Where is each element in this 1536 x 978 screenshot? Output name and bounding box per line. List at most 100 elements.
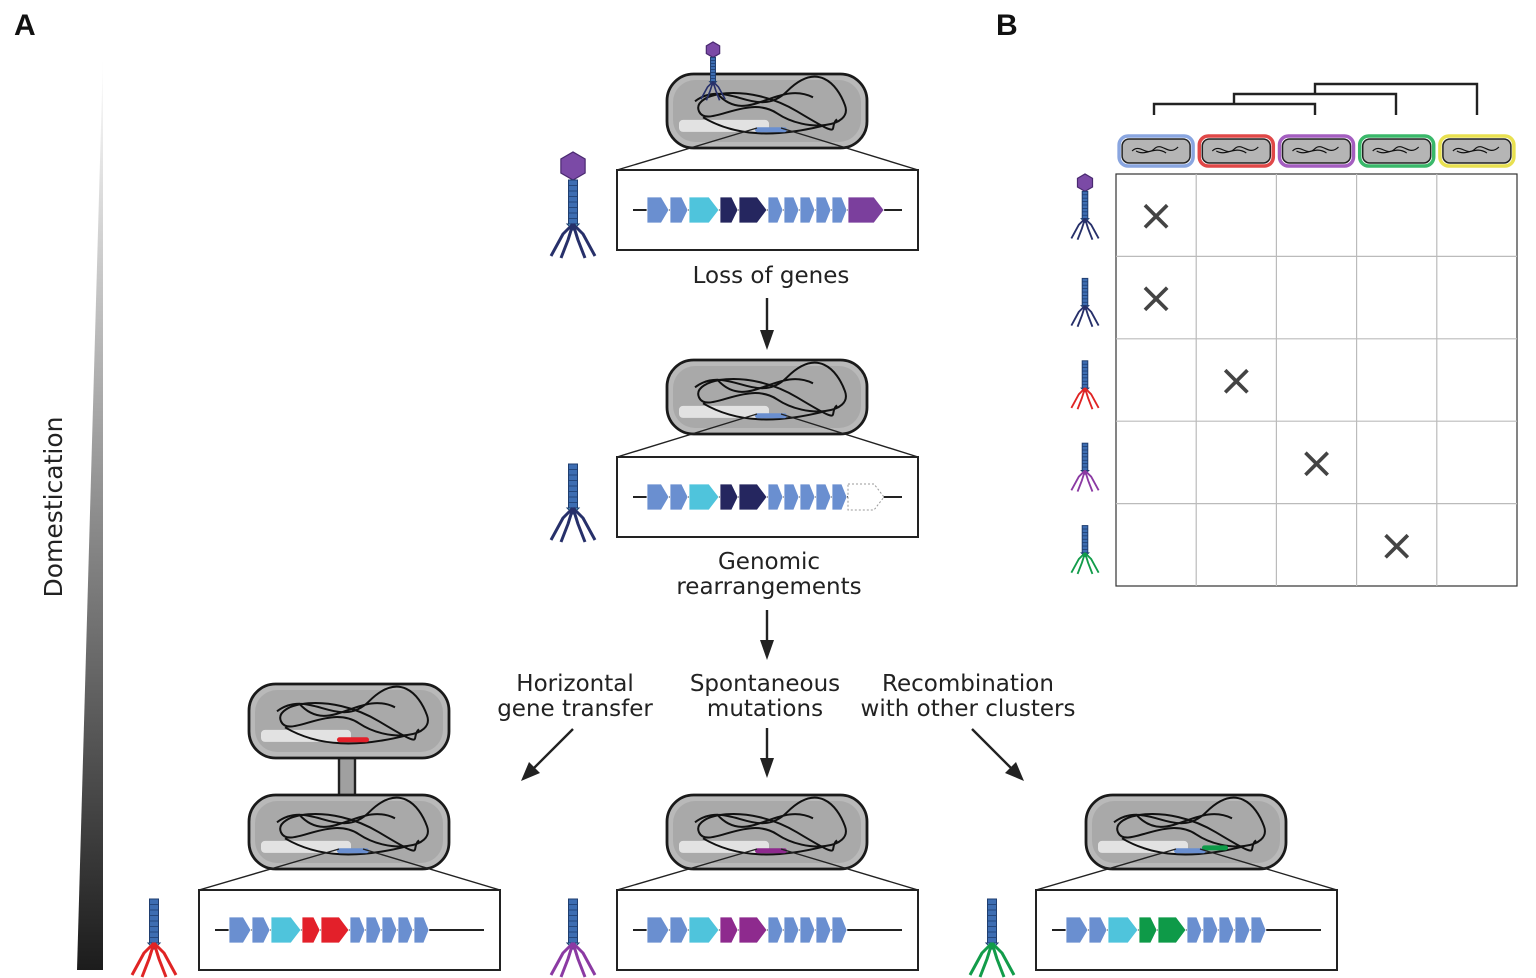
tail-fiber xyxy=(1084,552,1100,574)
tail-fiber xyxy=(990,941,1016,976)
tailed-phage-red-icon xyxy=(1070,360,1100,410)
strain-header-row xyxy=(1117,134,1516,168)
horizontal-transfer-label-2: gene transfer xyxy=(497,696,653,722)
phage-header-column xyxy=(1070,173,1100,575)
zoom-line-left xyxy=(616,127,758,171)
matrix-grid xyxy=(1115,173,1518,587)
gene-arrow xyxy=(738,196,768,224)
gene-arrow xyxy=(831,916,848,944)
chromosome xyxy=(694,75,847,135)
gene-arrow xyxy=(1138,916,1158,944)
gene-arrow xyxy=(1088,916,1108,944)
dendro-branch-3 xyxy=(1313,82,1479,115)
gene-arrow xyxy=(799,196,816,224)
zoom-line-right xyxy=(780,127,919,171)
gene-arrow xyxy=(646,483,670,511)
tail-fiber xyxy=(571,941,597,976)
infection-cross: × xyxy=(1218,355,1255,406)
prophage-locus xyxy=(1174,848,1206,854)
strain-cell xyxy=(1281,138,1352,164)
panel-a-label: A xyxy=(14,9,36,42)
bacterial-cells xyxy=(247,72,1288,871)
tail-fiber xyxy=(968,941,994,976)
gene-arrow xyxy=(669,196,689,224)
strain-outline xyxy=(1277,134,1356,168)
gene-arrow xyxy=(738,483,768,511)
strain-cell xyxy=(1201,138,1272,164)
strain-cell xyxy=(1121,138,1191,164)
horizontal-transfer-label-1: Horizontal xyxy=(516,671,633,697)
zoom-line-left xyxy=(616,413,758,458)
tail-fiber xyxy=(1070,387,1086,409)
inset-hgt xyxy=(198,848,501,971)
cell-ancestral xyxy=(665,72,869,150)
infection-matrix: ××××× xyxy=(1070,82,1518,587)
infection-cross: × xyxy=(1298,437,1335,488)
strain-chromosome xyxy=(1452,146,1500,154)
gene-arrow xyxy=(688,916,720,944)
zoom-line-right xyxy=(780,413,919,458)
gene-arrow xyxy=(767,196,784,224)
strain-green-icon xyxy=(1357,134,1436,168)
tail-fiber xyxy=(1070,469,1086,491)
arrow-head-right xyxy=(1005,762,1024,781)
strain-chromosome xyxy=(1211,146,1259,154)
arrow-left-diag xyxy=(532,728,574,770)
tail-fiber xyxy=(152,941,178,976)
gene-arrow xyxy=(1065,916,1089,944)
gene-arrow xyxy=(719,483,739,511)
capsid xyxy=(1076,173,1094,193)
gene-arrow xyxy=(767,916,784,944)
inset-mutated xyxy=(616,848,919,971)
tail-fiber xyxy=(1084,552,1094,575)
zoom-line-right xyxy=(362,848,501,891)
prophage-locus xyxy=(755,848,787,854)
tail-fiber xyxy=(571,507,587,543)
tail-fiber xyxy=(1076,387,1086,410)
capsid xyxy=(705,41,721,59)
tail-fiber xyxy=(559,507,575,543)
gene-arrow xyxy=(349,916,366,944)
tailed-phage-green-icon xyxy=(1070,525,1100,575)
strain-outline xyxy=(1438,134,1516,168)
gene-arrow xyxy=(413,916,430,944)
loss-of-genes-label: Loss of genes xyxy=(693,263,850,289)
cell-donor xyxy=(247,682,451,760)
gene-arrow xyxy=(815,196,832,224)
tail-fiber xyxy=(1076,552,1086,575)
prophage-locus xyxy=(755,413,787,419)
cell-hgt xyxy=(247,793,451,871)
dendro-branch-1 xyxy=(1152,102,1317,115)
strain-outline xyxy=(1117,134,1195,168)
gene-arrow xyxy=(1234,916,1251,944)
inset-ancestral xyxy=(616,127,919,251)
gene-arrow xyxy=(270,916,302,944)
gene-arrow xyxy=(831,483,848,511)
gene-arrow xyxy=(1186,916,1203,944)
matrix-crosses: ××××× xyxy=(1138,190,1415,571)
tail-fiber xyxy=(1084,217,1100,239)
chromosome xyxy=(694,361,847,421)
tail-fiber xyxy=(1084,469,1100,491)
tail-fiber xyxy=(140,942,156,978)
zoom-line-left xyxy=(198,848,340,891)
gene-arrow xyxy=(688,483,720,511)
strain-chromosome xyxy=(1372,146,1420,154)
strain-cell xyxy=(1361,138,1432,164)
tail-fiber xyxy=(700,81,714,100)
recombined-locus xyxy=(1202,845,1228,851)
genome-insets xyxy=(198,127,1338,971)
phage-recombined xyxy=(968,898,1016,978)
phage-hgt xyxy=(130,898,178,978)
chromosome xyxy=(1113,796,1266,856)
gene-arrow xyxy=(767,483,784,511)
gene-arrow xyxy=(1107,916,1139,944)
tail-fiber xyxy=(559,942,575,978)
genomic-rearrangements-label-2: rearrangements xyxy=(676,574,861,600)
inset-reduced xyxy=(616,413,919,538)
gene-arrow xyxy=(669,916,689,944)
tail-fiber xyxy=(1084,387,1100,409)
gene-arrow xyxy=(815,483,832,511)
recombination-label-2: with other clusters xyxy=(861,696,1076,722)
recombination-label-1: Recombination xyxy=(882,671,1054,697)
